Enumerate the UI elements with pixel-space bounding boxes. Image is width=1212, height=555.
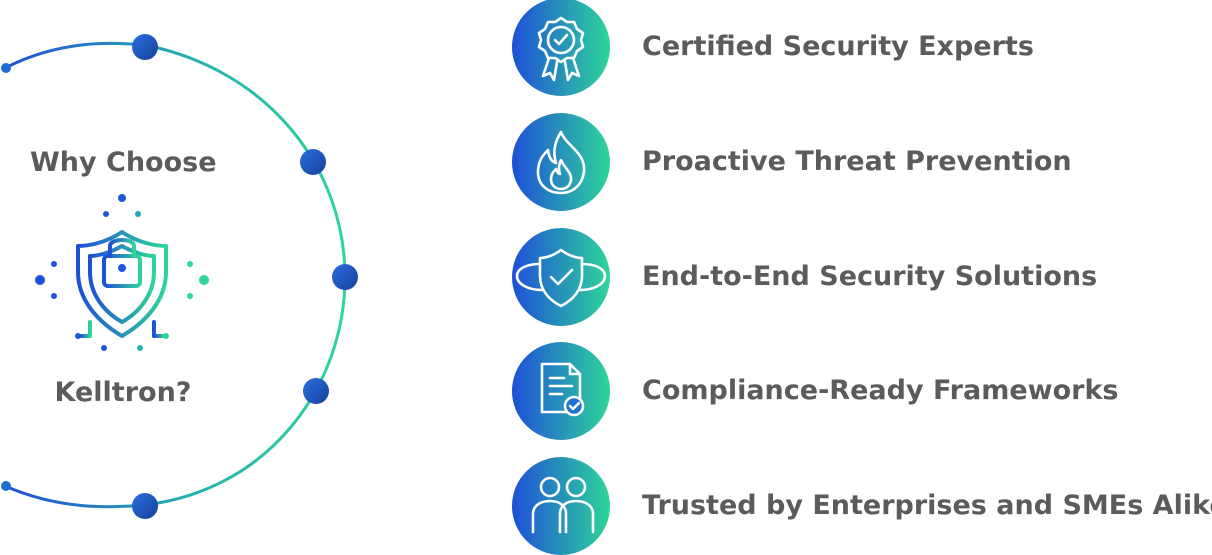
arc-node-2 <box>300 149 326 175</box>
arc-nodes <box>132 34 358 519</box>
item-label-1: Certified Security Experts <box>642 31 1034 62</box>
flame-icon <box>536 130 586 195</box>
arc-end-dot-bottom <box>1 481 11 491</box>
icon-circle-5 <box>512 457 610 555</box>
certificate-badge-icon <box>537 16 585 82</box>
arc-node-3 <box>332 264 358 290</box>
icon-circle-3 <box>512 228 610 326</box>
arc-end-dot-top <box>1 63 11 73</box>
shield-lock-circuit-icon <box>35 194 209 354</box>
shield-check-icon <box>515 248 607 308</box>
item-label-2: Proactive Threat Prevention <box>642 146 1072 177</box>
arc-node-4 <box>303 378 329 404</box>
item-icon-circles <box>512 0 610 555</box>
item-label-5: Trusted by Enterprises and SMEs Alike <box>642 490 1212 521</box>
heading-line-1: Why Choose <box>30 147 217 178</box>
connector-arc <box>4 41 347 509</box>
icon-circle-4 <box>512 342 610 440</box>
item-label-4: Compliance-Ready Frameworks <box>642 375 1119 406</box>
dotted-connectors <box>145 46 512 507</box>
users-icon <box>531 476 595 534</box>
item-label-3: End-to-End Security Solutions <box>642 261 1098 292</box>
icon-circle-1 <box>512 0 610 96</box>
document-check-icon <box>540 362 585 417</box>
arc-node-1 <box>132 34 158 60</box>
heading-line-2: Kelltron? <box>54 377 192 408</box>
arc-node-5 <box>132 493 158 519</box>
